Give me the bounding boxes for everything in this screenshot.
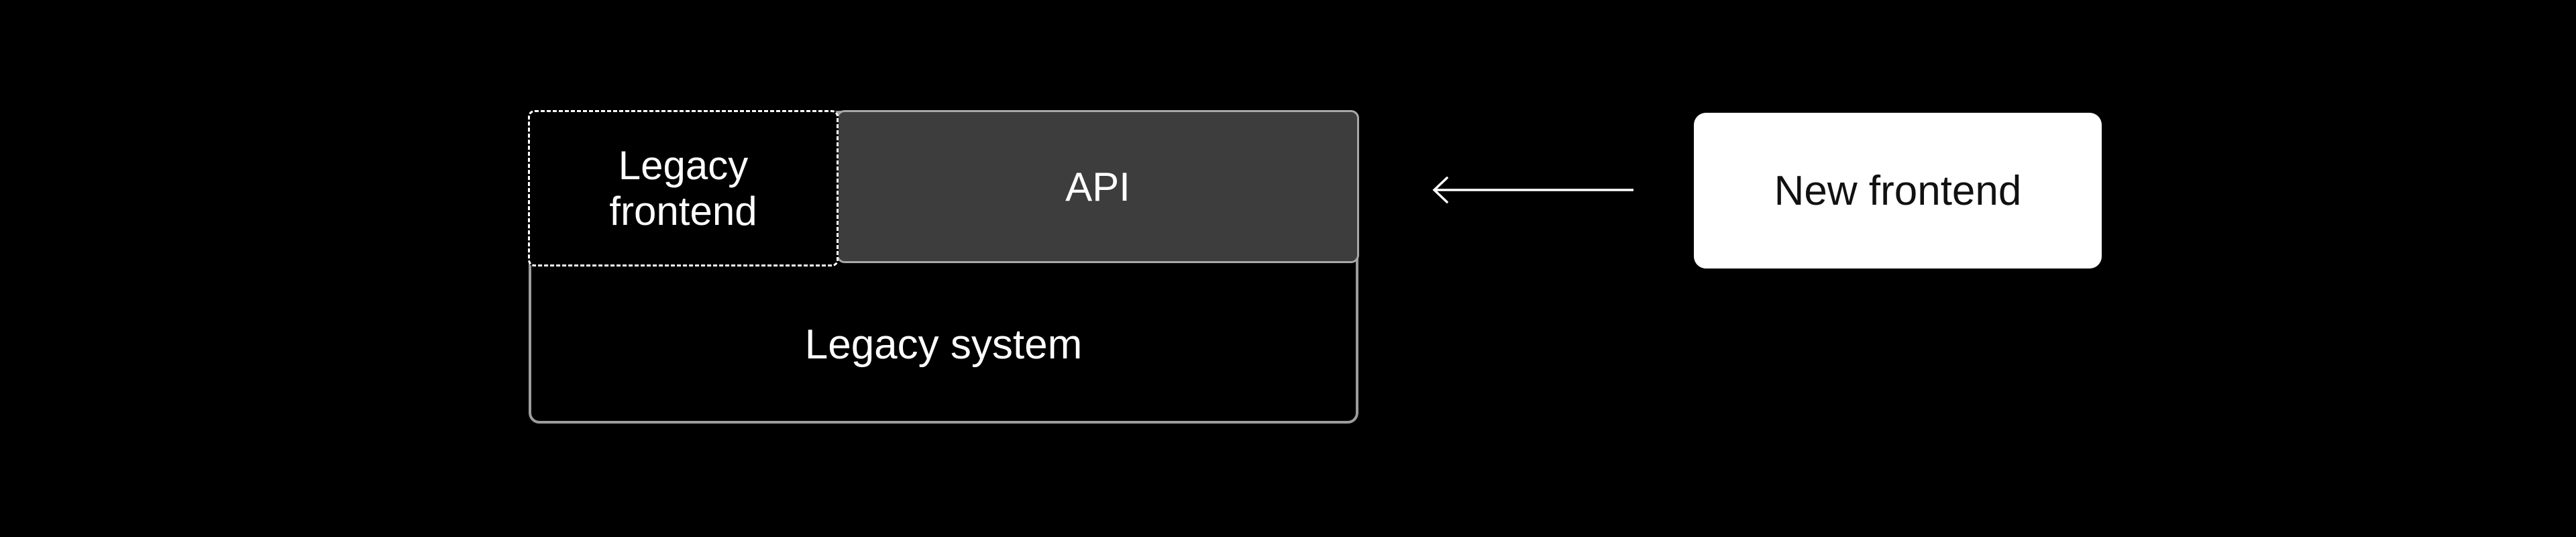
new-frontend-box: New frontend xyxy=(1694,113,2102,268)
legacy-system-label: Legacy system xyxy=(804,322,1083,368)
legacy-system-label-zone: Legacy system xyxy=(529,266,1358,424)
legacy-frontend-label: Legacy frontend xyxy=(609,143,757,234)
arrow-left-icon xyxy=(1432,177,1633,203)
api-label: API xyxy=(1065,164,1130,209)
api-box: API xyxy=(837,110,1359,263)
new-frontend-label: New frontend xyxy=(1774,167,2022,214)
legacy-frontend-box: Legacy frontend xyxy=(528,110,839,266)
arrow-new-frontend-to-api xyxy=(1432,177,1633,203)
